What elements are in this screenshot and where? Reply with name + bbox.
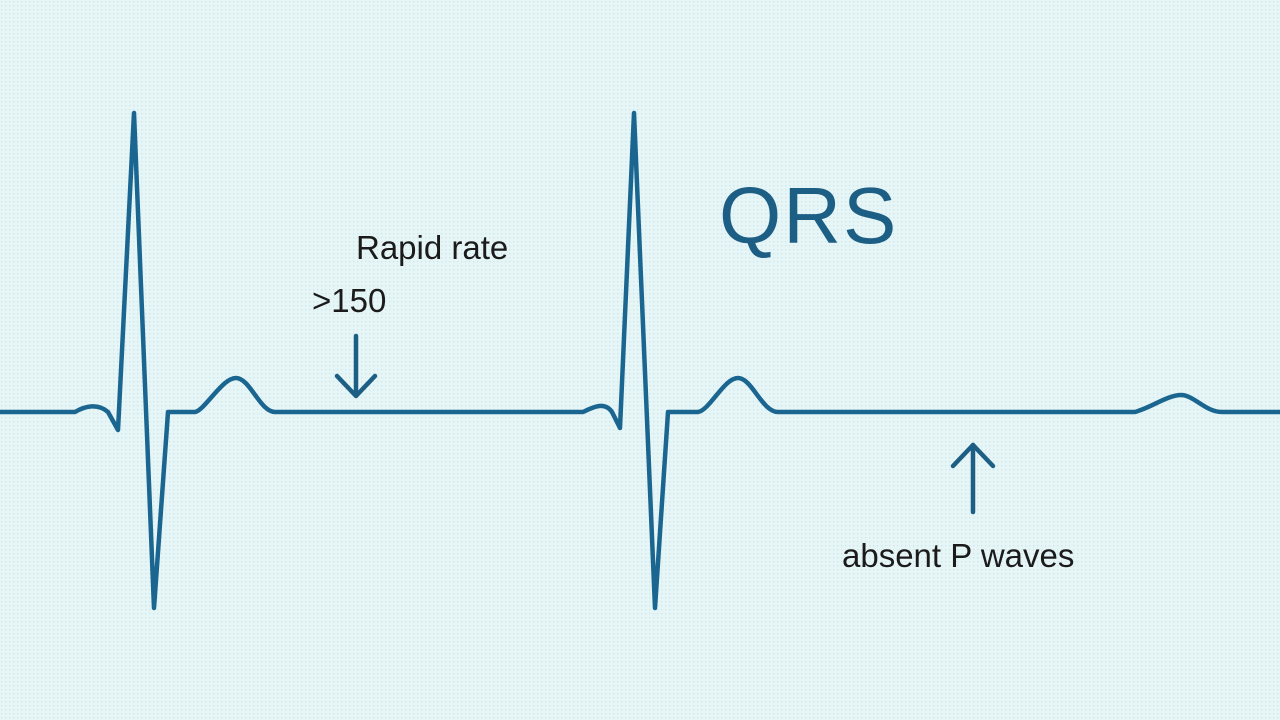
p-wave-arrow xyxy=(950,442,996,515)
qrs-label: QRS xyxy=(719,171,898,260)
absent-p-waves-label: absent P waves xyxy=(842,537,1074,574)
rate-threshold-label: >150 xyxy=(312,282,386,319)
rapid-rate-label: Rapid rate xyxy=(356,229,508,266)
rate-arrow xyxy=(334,333,378,399)
ecg-trace xyxy=(0,110,1280,611)
